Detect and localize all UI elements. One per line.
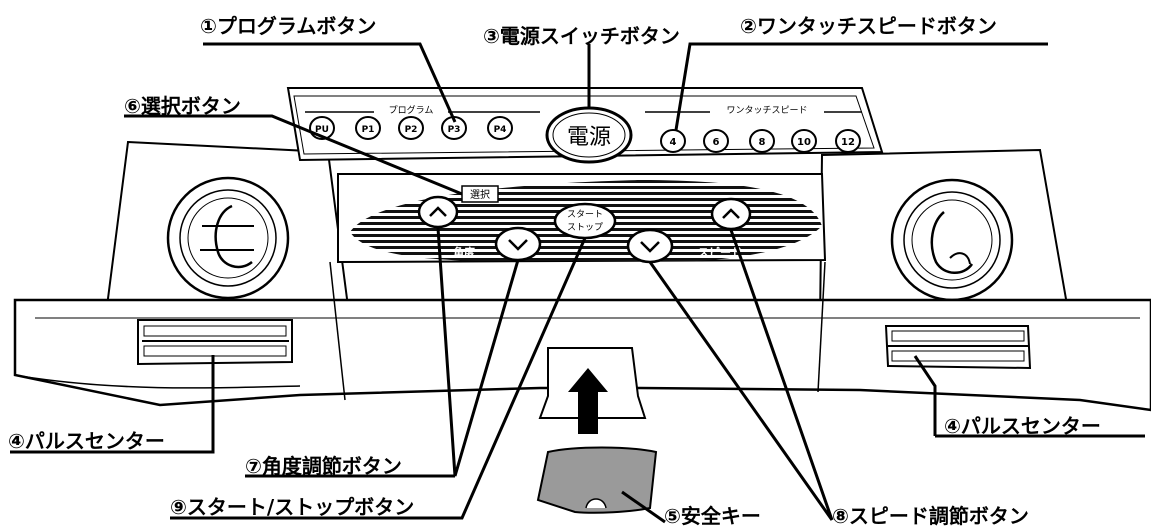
callout-power-switch-button: ③電源スイッチボタン [483, 24, 680, 48]
program-key-label: P3 [448, 125, 461, 135]
program-key-label: PU [315, 125, 329, 135]
speed-key-10[interactable]: 10 [791, 129, 817, 153]
speed-key-label: 10 [797, 137, 811, 148]
speed-up-button[interactable] [710, 197, 752, 231]
program-key-p2[interactable]: P2 [398, 116, 424, 140]
program-key-label: P2 [405, 125, 418, 135]
right-fan-grille [890, 178, 1014, 302]
svg-text:選択: 選択 [470, 188, 490, 201]
speed-key-label: 12 [841, 137, 855, 148]
program-group-label: プログラム [374, 103, 448, 116]
angle-up-button[interactable] [417, 195, 459, 229]
svg-text:プログラム: プログラム [389, 104, 434, 116]
program-key-label: P1 [362, 125, 375, 135]
speed-down-button[interactable] [626, 228, 674, 264]
power-button[interactable]: 電源 [545, 106, 633, 164]
callout-safety-key: ⑤安全キー [664, 504, 761, 528]
leader-lines [10, 42, 1145, 524]
svg-text:ワンタッチスピード: ワンタッチスピード [726, 105, 807, 116]
speed-key-label: 8 [759, 137, 766, 148]
select-button[interactable]: 選択 [461, 185, 499, 203]
left-fan-grille [166, 176, 290, 300]
speed-key-label: 6 [713, 137, 720, 148]
angle-down-button[interactable] [494, 226, 542, 262]
svg-text:ストップ: ストップ [567, 222, 603, 233]
down-arrow-icon [640, 241, 660, 253]
pulse-sensor-right[interactable] [884, 325, 1032, 370]
callout-speed-adjust-button: ⑧スピード調節ボタン [832, 504, 1029, 528]
program-key-label: P4 [494, 125, 507, 135]
angle-label: 角度 [453, 245, 476, 259]
speed-group-label: ワンタッチスピード [710, 103, 824, 116]
speed-key-4[interactable]: 4 [660, 129, 686, 153]
callout-select-button: ⑥選択ボタン [124, 94, 241, 118]
speed-key-8[interactable]: 8 [749, 129, 775, 153]
svg-text:電源: 電源 [567, 125, 611, 150]
insert-arrow-icon [568, 368, 608, 434]
pulse-sensor-left[interactable] [137, 319, 293, 366]
speed-key-label: 4 [670, 137, 677, 148]
callout-pulse-sensor-right: ④パルスセンター [944, 414, 1101, 438]
speed-key-6[interactable]: 6 [703, 129, 729, 153]
speed-key-12[interactable]: 12 [835, 129, 861, 153]
callout-pulse-sensor-left: ④パルスセンター [8, 429, 165, 453]
program-key-p4[interactable]: P4 [487, 116, 513, 140]
callout-speed-touch-button: ②ワンタッチスピードボタン [740, 14, 997, 38]
callout-start-stop-button: ⑨スタート/ストップボタン [170, 495, 415, 519]
speed-label: スピード [698, 246, 742, 259]
down-arrow-icon [508, 239, 528, 251]
svg-text:スタート: スタート [567, 209, 603, 220]
callout-program-button: ①プログラムボタン [200, 14, 377, 38]
start-stop-button[interactable]: スタート ストップ [553, 202, 617, 240]
callout-angle-adjust-button: ⑦角度調節ボタン [245, 454, 402, 478]
up-arrow-icon [722, 208, 740, 219]
program-key-p1[interactable]: P1 [355, 116, 381, 140]
up-arrow-icon [429, 206, 447, 217]
